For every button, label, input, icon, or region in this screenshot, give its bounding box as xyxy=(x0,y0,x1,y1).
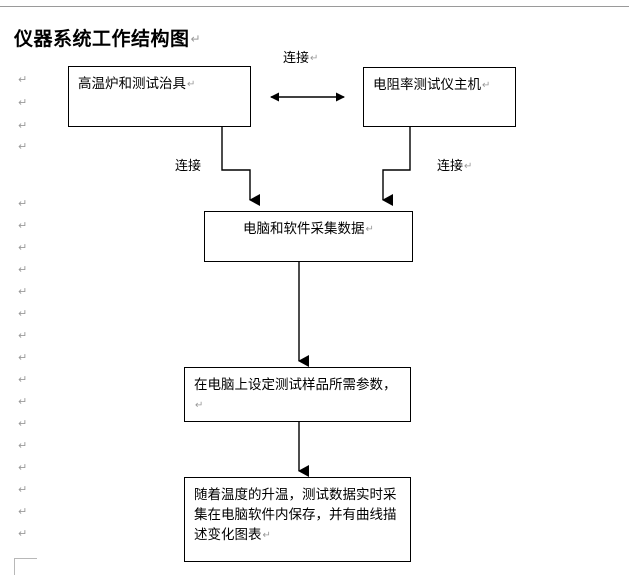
pilcrow-icon: ↵ xyxy=(18,395,28,408)
pilcrow-icon: ↵ xyxy=(18,73,28,86)
connector-host-acquire xyxy=(382,127,411,206)
pilcrow-icon: ↵ xyxy=(365,224,374,235)
pilcrow-icon: ↵ xyxy=(18,505,28,518)
flow-box-furnace-label: 高温炉和测试治具 xyxy=(78,76,186,91)
pilcrow-icon: ↵ xyxy=(18,329,28,342)
connector-label-left: 连接 xyxy=(175,158,202,173)
flow-box-host[interactable]: 电阻率测试仪主机↵ xyxy=(363,67,516,127)
page-header-rule xyxy=(0,6,629,7)
pilcrow-icon: ↵ xyxy=(18,119,28,132)
pilcrow-icon: ↵ xyxy=(18,351,28,364)
pilcrow-icon: ↵ xyxy=(18,219,28,232)
flow-box-record-label: 随着温度的升温，测试数据实时采集在电脑软件内保存，并有曲线描述变化图表 xyxy=(194,487,397,542)
pilcrow-icon: ↵ xyxy=(18,373,28,386)
pilcrow-icon: ↵ xyxy=(187,79,196,90)
pilcrow-icon: ↵ xyxy=(18,439,28,452)
pilcrow-icon: ↵ xyxy=(18,140,28,153)
pilcrow-icon: ↵ xyxy=(18,527,28,540)
pilcrow-icon: ↵ xyxy=(482,80,491,91)
pilcrow-icon: ↵ xyxy=(195,400,204,411)
pilcrow-icon: ↵ xyxy=(18,197,28,210)
connector-label-top: 连接↵ xyxy=(283,50,319,65)
flow-box-params-label: 在电脑上设定测试样品所需参数， xyxy=(194,377,397,392)
text-boundary-corner-mark xyxy=(14,558,37,575)
flow-box-acquire[interactable]: 电脑和软件采集数据↵ xyxy=(204,211,413,262)
pilcrow-icon: ↵ xyxy=(18,483,28,496)
pilcrow-icon: ↵ xyxy=(190,31,202,46)
flow-box-params[interactable]: 在电脑上设定测试样品所需参数， ↵ xyxy=(184,367,411,422)
pilcrow-icon: ↵ xyxy=(18,263,28,276)
pilcrow-icon: ↵ xyxy=(18,307,28,320)
pilcrow-icon: ↵ xyxy=(18,241,28,254)
pilcrow-icon: ↵ xyxy=(18,96,28,109)
pilcrow-icon: ↵ xyxy=(18,417,28,430)
flow-box-furnace[interactable]: 高温炉和测试治具↵ xyxy=(68,66,251,127)
page-title: 仪器系统工作结构图↵ xyxy=(14,29,201,52)
pilcrow-icon: ↵ xyxy=(464,161,473,172)
connector-label-right: 连接↵ xyxy=(437,158,473,173)
pilcrow-icon: ↵ xyxy=(310,53,319,64)
flow-box-acquire-label: 电脑和软件采集数据 xyxy=(243,221,365,236)
pilcrow-icon: ↵ xyxy=(18,461,28,474)
flow-box-record[interactable]: 随着温度的升温，测试数据实时采集在电脑软件内保存，并有曲线描述变化图表↵ xyxy=(184,477,411,562)
connector-furnace-acquire xyxy=(221,127,260,206)
flow-box-host-label: 电阻率测试仪主机 xyxy=(373,77,481,92)
pilcrow-icon: ↵ xyxy=(262,530,271,541)
page-title-text: 仪器系统工作结构图 xyxy=(14,28,190,50)
pilcrow-icon: ↵ xyxy=(18,285,28,298)
